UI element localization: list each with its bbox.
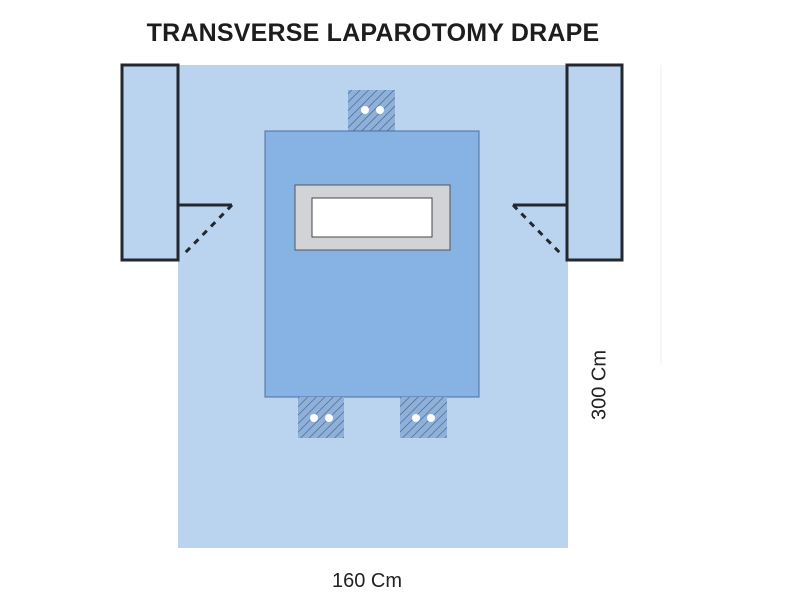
right-armboard-cover <box>565 63 624 262</box>
diagram-title: TRANSVERSE LAPAROTOMY DRAPE <box>146 19 600 47</box>
left-armboard-cover <box>120 63 180 262</box>
fenestration <box>311 197 433 238</box>
tube-holder-top <box>348 90 395 131</box>
reinforced-center-panel <box>264 130 480 398</box>
tube-holder-bottom-left <box>298 397 344 438</box>
width-dimension-label: 160 Cm <box>332 570 403 592</box>
tube-holder-bottom-right <box>400 397 447 438</box>
height-dimension-label: 300 Cm <box>588 349 611 421</box>
